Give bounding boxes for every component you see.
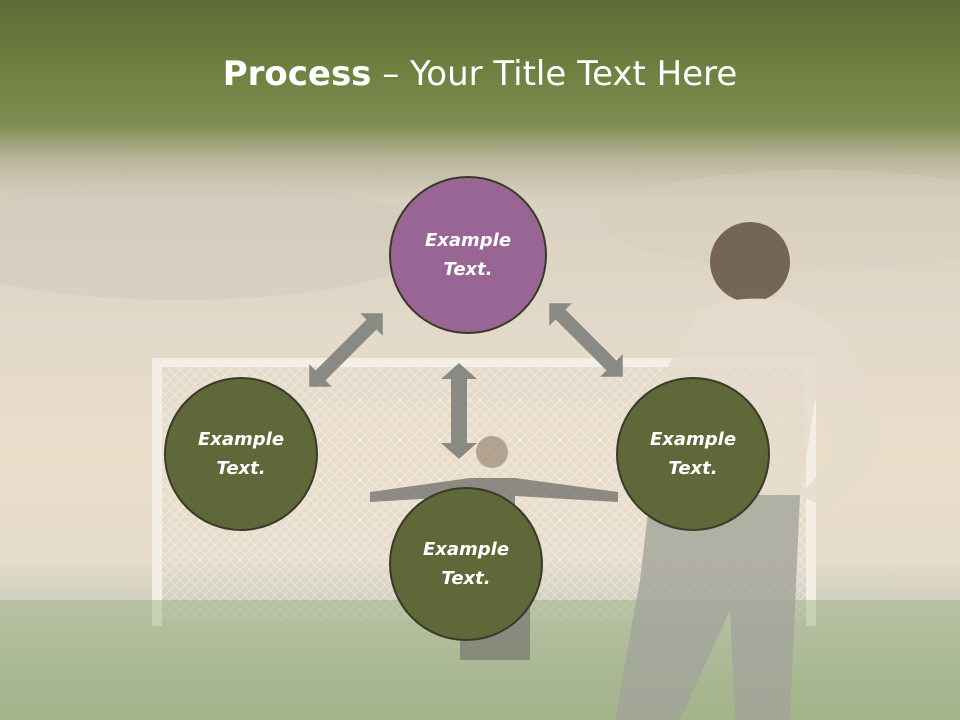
double-arrow-right-icon [549, 303, 623, 377]
node-label: Example Text. [424, 230, 512, 280]
process-node-left[interactable]: Example Text. [164, 377, 318, 531]
process-node-top[interactable]: Example Text. [389, 176, 547, 334]
node-label: Example Text. [649, 429, 737, 479]
title-rest: – Your Title Text Here [371, 54, 738, 94]
goal-crossbar [152, 358, 817, 367]
goal-post-left [152, 358, 162, 626]
cloud-shape [600, 170, 960, 270]
double-arrow-left-icon [309, 313, 383, 387]
double-arrow-vertical-icon [441, 363, 477, 459]
process-node-right[interactable]: Example Text. [616, 377, 770, 531]
cloud-shape [0, 180, 440, 300]
node-label: Example Text. [422, 539, 510, 589]
slide-title: Process – Your Title Text Here [0, 54, 960, 94]
title-bold: Process [222, 54, 372, 94]
process-node-bottom[interactable]: Example Text. [389, 487, 543, 641]
node-label: Example Text. [197, 429, 285, 479]
